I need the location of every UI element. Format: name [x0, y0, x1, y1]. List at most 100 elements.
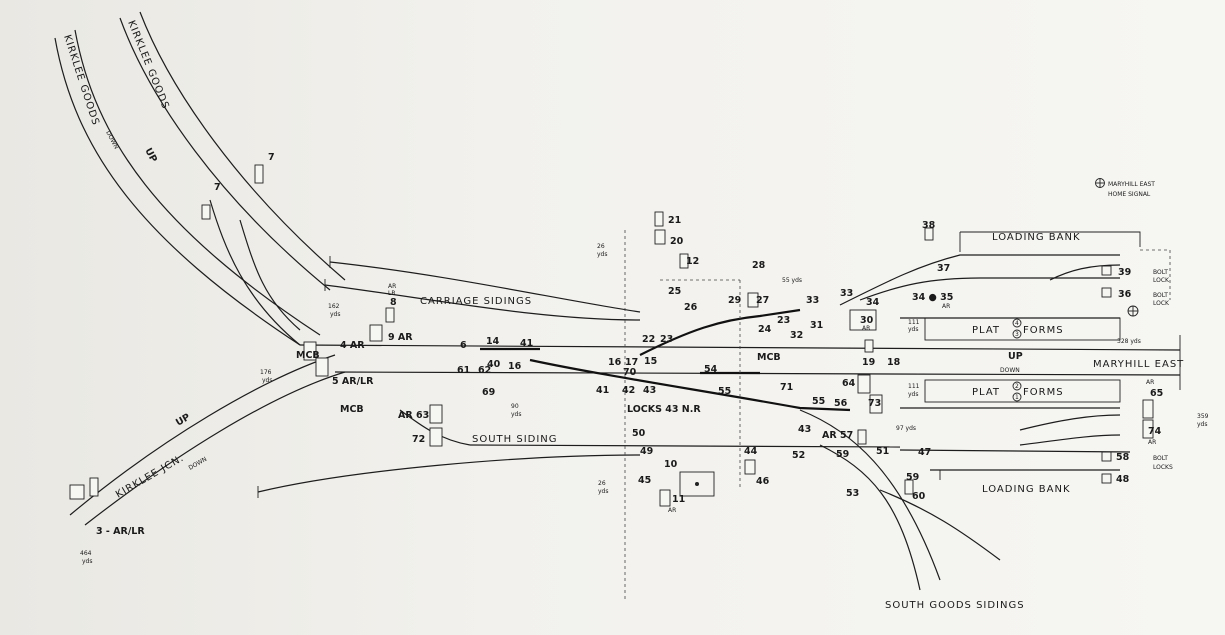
down-goods-label: DOWN	[104, 130, 119, 151]
distance-90-unit: yds	[511, 411, 522, 418]
lever-numbers: 7 7 8 AR LR 9 AR 4 AR 5 AR/LR 6 14 41 40…	[214, 152, 1163, 514]
distance-97: 97 yds	[896, 425, 916, 432]
lever-55a: 55	[718, 386, 731, 397]
distance-90: 90	[511, 403, 519, 410]
lever-74-ar: AR	[1148, 439, 1156, 446]
lever-39: 39	[1118, 267, 1131, 278]
lever-21: 21	[668, 215, 681, 226]
lever-72: 72	[412, 434, 425, 445]
lever-10: 10	[664, 459, 678, 470]
direction-labels: UP DOWN UP DOWN UP DOWN	[104, 130, 1022, 472]
lever-20: 20	[670, 236, 684, 247]
lever-58: 58	[1116, 452, 1130, 463]
lever-73: 73	[868, 398, 881, 409]
up-goods-label: UP	[142, 146, 159, 164]
lever-61: 61	[457, 365, 470, 376]
lever-53: 53	[846, 488, 859, 499]
distance-359: 359	[1197, 413, 1209, 420]
distance-111-bottom: 111	[908, 383, 920, 390]
maryhill-east-label: MARYHILL EAST	[1093, 359, 1184, 370]
distance-labels: 162 yds 176 yds 90 yds 26 yds 26 yds 55 …	[80, 243, 1209, 565]
kirklee-goods-tracks	[54, 11, 346, 346]
lever-26: 26	[684, 302, 698, 313]
lever-31: 31	[810, 320, 823, 331]
loading-bank-top-label: LOADING BANK	[992, 232, 1081, 243]
lever-27: 27	[756, 295, 769, 306]
distance-26-top: 26	[597, 243, 605, 250]
platform-2-number: 2	[1015, 383, 1019, 390]
lever-56: 56	[834, 398, 848, 409]
lever-65-ar: AR	[1146, 379, 1154, 386]
platform-4-number: 4	[1015, 320, 1019, 327]
kirklee-jcn-label: KIRKLEE JCN.	[114, 453, 186, 501]
lever-11: 11	[672, 494, 685, 505]
loading-bank-bottom-label: LOADING BANK	[982, 484, 1071, 495]
legend-symbol	[1095, 178, 1105, 188]
distance-111-bottom-unit: yds	[908, 391, 919, 398]
lever-29: 29	[728, 295, 741, 306]
crossover-tracks	[480, 308, 851, 412]
carriage-siding-tracks	[324, 256, 641, 321]
distance-176: 176	[260, 369, 272, 376]
lever-33a: 33	[806, 295, 819, 306]
lever-24: 24	[758, 324, 772, 335]
lever-59b: 59	[906, 472, 919, 483]
lever-48: 48	[1116, 474, 1130, 485]
lever-38: 38	[922, 220, 936, 231]
lever-40: 40	[487, 359, 501, 370]
legend-line-1: MARYHILL EAST	[1108, 181, 1155, 188]
distance-26-bottom: 26	[598, 480, 606, 487]
lever-54: 54	[704, 364, 718, 375]
lever-30: 30	[860, 315, 874, 326]
lever-30-ar: AR	[862, 325, 870, 332]
lever-17: 17	[625, 357, 638, 368]
lever-43a: 43	[643, 385, 656, 396]
bolt-lock-c1: BOLT	[1153, 455, 1168, 462]
loading-bank-top-tracks	[839, 231, 1141, 306]
locks-note: LOCKS 43 N.R	[627, 404, 701, 415]
distance-359-unit: yds	[1197, 421, 1208, 428]
lever-59a: 59	[836, 449, 849, 460]
bolt-lock-b1: BOLT	[1153, 292, 1168, 299]
platform-top-label-b: FORMS	[1023, 325, 1064, 336]
bolt-lock-boxes	[1101, 265, 1139, 484]
up-diag-label: UP	[174, 412, 192, 429]
lever-8-lr: LR	[388, 290, 396, 297]
lever-16b: 16	[608, 357, 622, 368]
lever-35: 34 ● 35	[912, 292, 953, 303]
lever-50: 50	[632, 428, 646, 439]
legend-line-2: HOME SIGNAL	[1108, 191, 1151, 198]
distance-162-unit: yds	[330, 311, 341, 318]
signal-3-note: 3 - AR/LR	[96, 526, 145, 537]
bolt-lock-a2: LOCK	[1153, 277, 1170, 284]
down-diag-label: DOWN	[188, 456, 209, 472]
lever-37: 37	[937, 263, 950, 274]
lever-35-ar: AR	[942, 303, 950, 310]
lever-60: 60	[912, 491, 926, 502]
lever-71: 71	[780, 382, 793, 393]
lever-70: 70	[623, 367, 637, 378]
lever-41a: 41	[520, 338, 533, 349]
lever-52: 52	[792, 450, 805, 461]
platform-top-label-a: PLAT	[972, 325, 1000, 336]
lever-28: 28	[752, 260, 766, 271]
mcb-label-1: MCB	[296, 350, 320, 361]
lever-42: 42	[622, 385, 635, 396]
lever-11-ar: AR	[668, 507, 676, 514]
lever-6: 6	[460, 340, 467, 351]
lever-8-ar: AR	[388, 283, 396, 290]
lever-22: 22	[642, 334, 655, 345]
lever-46: 46	[756, 476, 770, 487]
lever-12: 12	[686, 256, 699, 267]
distance-26-top-unit: yds	[597, 251, 608, 258]
lever-23b: 23	[777, 315, 790, 326]
legend: MARYHILL EAST HOME SIGNAL	[1108, 181, 1155, 198]
lever-64: 64	[842, 378, 856, 389]
bolt-lock-a1: BOLT	[1153, 269, 1168, 276]
lever-19: 19	[862, 357, 875, 368]
up-main-label: UP	[1008, 351, 1023, 362]
lever-7a: 7	[268, 152, 275, 163]
lever-55b: 55	[812, 396, 825, 407]
platform-bottom-label-b: FORMS	[1023, 387, 1064, 398]
